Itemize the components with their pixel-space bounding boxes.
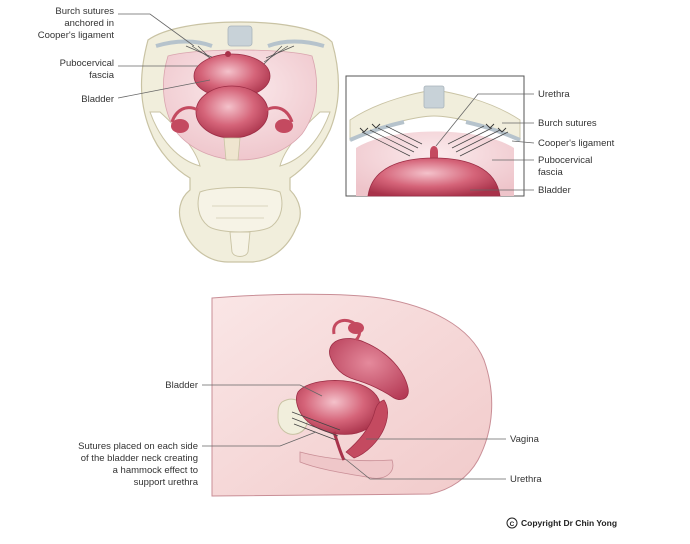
label-urethra-side: Urethra bbox=[510, 474, 542, 485]
svg-text:C: C bbox=[510, 521, 515, 528]
label-urethra-inset: Urethra bbox=[538, 89, 570, 100]
label-pubocervical-inset-2: fascia bbox=[538, 167, 564, 178]
sacrum bbox=[197, 187, 283, 233]
label-bladder-inset: Bladder bbox=[538, 185, 571, 196]
label-pubocervical-2: fascia bbox=[89, 70, 115, 81]
label-bladder-top: Bladder bbox=[81, 94, 114, 105]
label-burch-sutures-inset: Burch sutures bbox=[538, 118, 597, 129]
inset-closeup bbox=[345, 75, 525, 197]
coopers-ligament-left bbox=[155, 39, 213, 48]
label-sutures-1: Sutures placed on each side bbox=[78, 441, 198, 452]
label-pubocervical-1: Pubocervical bbox=[60, 58, 114, 69]
label-bladder-side: Bladder bbox=[165, 380, 198, 391]
label-vagina-side: Vagina bbox=[510, 434, 540, 445]
label-burch-sutures-1: Burch sutures bbox=[55, 6, 114, 17]
vagina-side bbox=[345, 399, 388, 459]
label-sutures-3: a hammock effect to bbox=[113, 465, 198, 476]
label-burch-sutures-3: Cooper's ligament bbox=[38, 30, 115, 41]
uterus-side bbox=[329, 338, 409, 400]
label-sutures-2: of the bladder neck creating bbox=[81, 453, 198, 464]
label-sutures-4: support urethra bbox=[134, 477, 199, 488]
label-burch-sutures-2: anchored in bbox=[64, 18, 114, 29]
copyright-notice: C Copyright Dr Chin Yong bbox=[506, 517, 617, 529]
copyright-icon bbox=[506, 517, 518, 529]
label-pubocervical-inset-1: Pubocervical bbox=[538, 155, 592, 166]
pelvis-side-view bbox=[211, 293, 493, 497]
side-view-labels: Bladder Sutures placed on each side of t… bbox=[78, 380, 542, 488]
top-left-labels: Burch sutures anchored in Cooper's ligam… bbox=[38, 6, 211, 105]
bladder-inset bbox=[367, 157, 501, 197]
pelvis-front-view bbox=[140, 21, 340, 263]
coopers-ligament-right bbox=[267, 39, 325, 48]
label-coopers-ligament-inset: Cooper's ligament bbox=[538, 138, 615, 149]
inset-labels: Urethra Burch sutures Cooper's ligament … bbox=[435, 89, 615, 196]
uterus-top bbox=[195, 85, 269, 139]
copyright-text: Copyright Dr Chin Yong bbox=[521, 518, 617, 528]
